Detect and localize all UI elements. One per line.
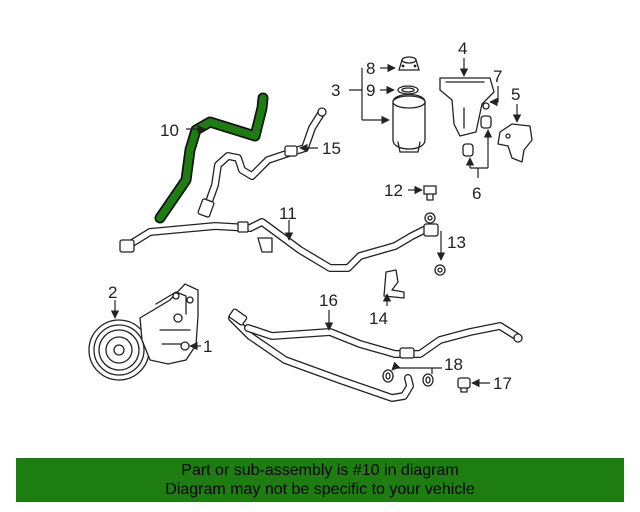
part-9-seal[interactable] <box>397 85 419 95</box>
callout-12[interactable]: 12 <box>384 181 403 200</box>
callout-15[interactable]: 15 <box>322 139 341 158</box>
callout-4[interactable]: 4 <box>458 39 467 58</box>
callout-2[interactable]: 2 <box>108 283 117 302</box>
part-17-bolt[interactable] <box>457 377 471 393</box>
part-12-bolt[interactable] <box>423 185 437 201</box>
part-16-cooler-line[interactable] <box>228 308 523 402</box>
callout-6[interactable]: 6 <box>472 184 481 203</box>
callout-17[interactable]: 17 <box>493 374 512 393</box>
callout-10[interactable]: 10 <box>160 121 179 140</box>
banner-line-1: Part or sub-assembly is #10 in diagram <box>181 462 459 479</box>
info-banner: Part or sub-assembly is #10 in diagram D… <box>16 458 624 502</box>
callout-18[interactable]: 18 <box>444 355 463 374</box>
callout-7[interactable]: 7 <box>493 67 502 86</box>
part-7-grommet[interactable] <box>480 115 492 129</box>
part-8-cap[interactable] <box>398 56 420 71</box>
callout-1[interactable]: 1 <box>203 337 212 356</box>
part-4-reservoir-bracket[interactable] <box>439 77 495 137</box>
part-6-grommet[interactable] <box>462 143 474 157</box>
part-13-washer[interactable] <box>434 264 446 276</box>
callout-16[interactable]: 16 <box>319 291 338 310</box>
callout-3[interactable]: 3 <box>331 81 340 100</box>
part-18-washers[interactable] <box>382 369 434 387</box>
banner-line-2: Diagram may not be specific to your vehi… <box>165 481 475 498</box>
part-14-bracket[interactable] <box>383 269 405 299</box>
part-1-pump[interactable] <box>88 283 199 381</box>
part-11-pressure-line[interactable] <box>119 212 439 272</box>
callout-14[interactable]: 14 <box>369 309 388 328</box>
callout-11[interactable]: 11 <box>279 204 297 223</box>
part-3-reservoir[interactable] <box>392 86 426 153</box>
callout-5[interactable]: 5 <box>511 85 520 104</box>
callout-8[interactable]: 8 <box>366 59 375 78</box>
callout-13[interactable]: 13 <box>447 233 466 252</box>
callout-9[interactable]: 9 <box>366 81 375 100</box>
part-5-bracket[interactable] <box>497 123 533 163</box>
